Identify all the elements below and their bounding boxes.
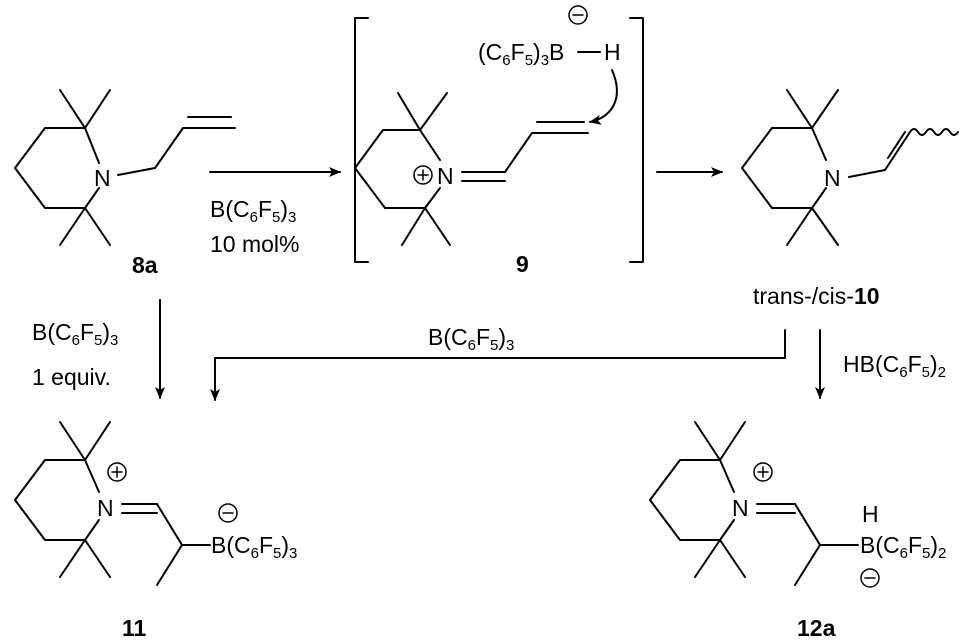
left-bracket — [354, 17, 369, 263]
wavy-bond-10 — [909, 128, 959, 136]
minus-charge-12a — [860, 568, 880, 588]
svg-text:HB(C6F5)2: HB(C6F5)2 — [843, 351, 946, 381]
svg-text:(C6F5)3B: (C6F5)3B — [478, 39, 564, 69]
svg-text:B(C6F5)3: B(C6F5)3 — [210, 196, 296, 226]
ring-8a — [14, 127, 86, 209]
label-10: trans-/cis-10 — [753, 283, 880, 309]
ring-11 — [14, 459, 86, 541]
borate-11: B(C6F5)3 — [211, 532, 297, 562]
arrow-10-to-11 — [210, 329, 786, 401]
label-11: 11 — [122, 615, 147, 641]
reagent-top: B(C6F5)3 10 mol% — [210, 196, 299, 257]
ring-12a — [649, 459, 721, 541]
minus-charge-11 — [218, 503, 238, 523]
atom-n-10: N — [824, 165, 841, 191]
plus-charge-9 — [413, 165, 433, 185]
borane-hydride: (C6F5)3B H — [478, 5, 621, 125]
atom-n-8a: N — [94, 165, 111, 191]
reagent-middle: B(C6F5)3 — [428, 324, 514, 354]
ring-9 — [354, 129, 426, 209]
svg-text:B(C6F5)3: B(C6F5)3 — [428, 324, 514, 354]
compound-10: N trans-/cis-10 — [741, 89, 959, 309]
label-12a: 12a — [797, 615, 836, 641]
atom-n-12a: N — [732, 495, 749, 521]
label-9: 9 — [516, 251, 529, 277]
ring-10 — [741, 127, 813, 209]
atom-h-12a: H — [862, 501, 879, 527]
right-bracket — [629, 17, 644, 263]
compound-12a: N H B(C6F5)2 12a — [649, 421, 946, 641]
reagent-left: B(C6F5)3 1 equiv. — [32, 319, 118, 390]
svg-text:B(C6F5)3: B(C6F5)3 — [32, 319, 118, 349]
plus-charge-11 — [107, 462, 127, 482]
atom-n-11: N — [97, 495, 114, 521]
svg-text:10 mol%: 10 mol% — [210, 231, 299, 257]
borate-12a: B(C6F5)2 — [860, 532, 946, 562]
svg-text:1 equiv.: 1 equiv. — [32, 364, 111, 390]
label-8a: 8a — [132, 252, 158, 278]
minus-charge-9 — [568, 5, 588, 25]
compound-9: N 9 (C6F5)3B H — [354, 5, 621, 277]
reagent-right: HB(C6F5)2 — [843, 351, 946, 381]
svg-text:H: H — [604, 39, 621, 65]
bracket-intermediate — [354, 17, 644, 263]
compound-11: N B(C6F5)3 11 — [14, 421, 297, 641]
compound-8a: N 8a — [14, 89, 236, 278]
hydride-arrow — [589, 69, 618, 125]
atom-n-9: N — [437, 163, 454, 189]
plus-charge-12a — [753, 462, 773, 482]
